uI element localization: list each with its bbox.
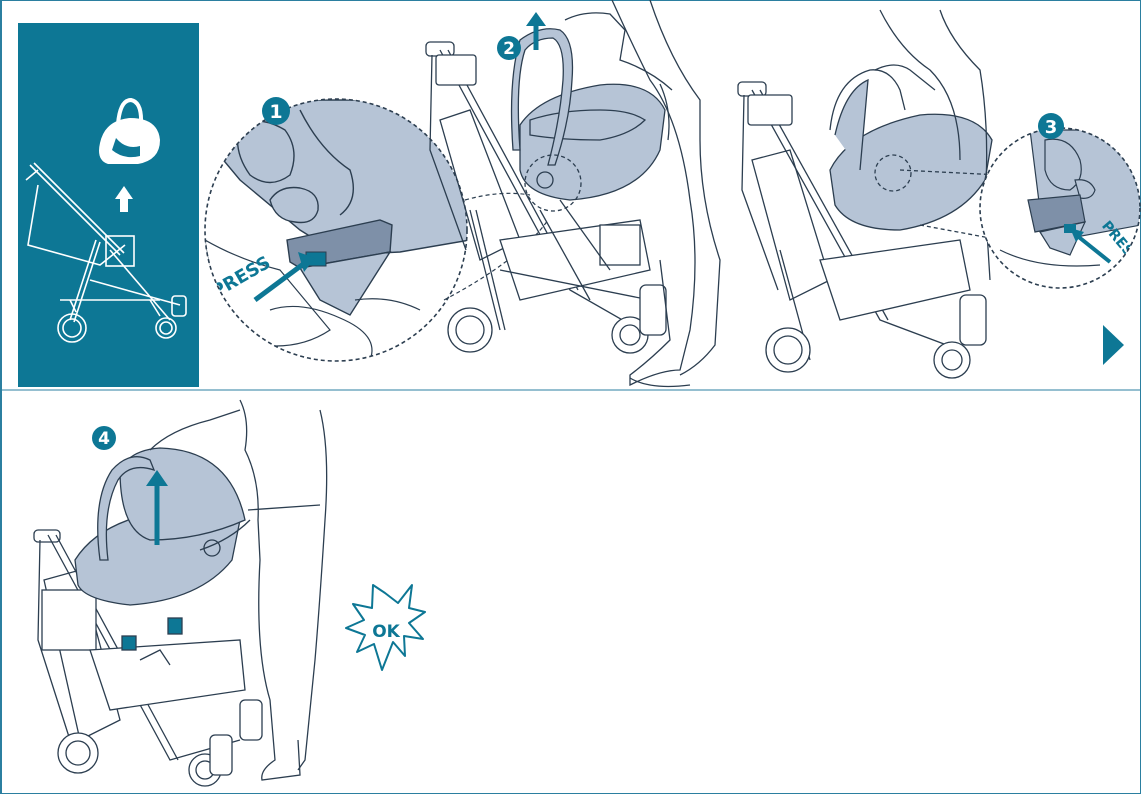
step-4-illustration bbox=[34, 400, 327, 786]
step-4-badge: 4 bbox=[92, 426, 116, 450]
step-3-detail: PRESS bbox=[978, 126, 1141, 291]
step-3-badge: 3 bbox=[1038, 113, 1064, 139]
step-1-badge: 1 bbox=[262, 97, 290, 125]
play-triangle-icon bbox=[1103, 325, 1124, 365]
step-2-illustration bbox=[426, 0, 720, 386]
step-3-illustration bbox=[738, 10, 1000, 378]
step-4-number: 4 bbox=[98, 429, 110, 449]
sidebar-background bbox=[18, 23, 199, 387]
step-2-number: 2 bbox=[503, 39, 515, 59]
ok-label: OK bbox=[372, 622, 400, 642]
sidebar-panel bbox=[18, 23, 199, 387]
step-1-detail: PRESS bbox=[200, 95, 548, 365]
step-1-number: 1 bbox=[269, 101, 282, 123]
step-3-number: 3 bbox=[1045, 117, 1058, 138]
step-2-badge: 2 bbox=[497, 36, 521, 60]
ok-burst: OK bbox=[346, 585, 425, 670]
